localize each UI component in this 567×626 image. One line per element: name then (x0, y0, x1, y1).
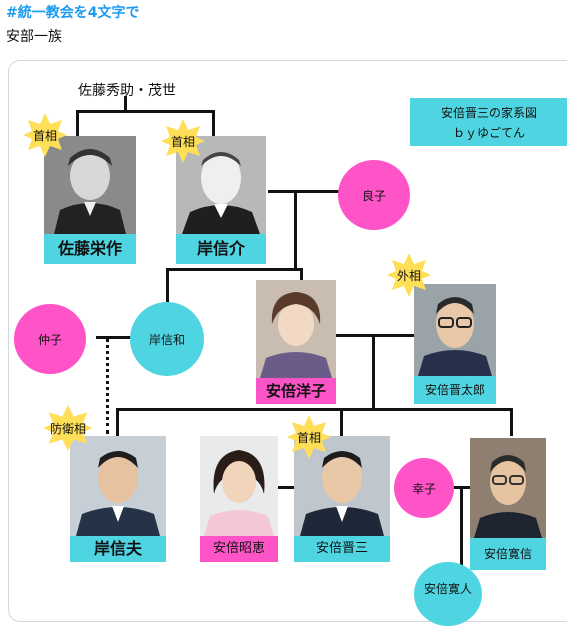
credit-author: ｂｙゆごてん (452, 126, 526, 140)
badge-defense-minister: 防衛相 (42, 404, 94, 452)
line (276, 486, 296, 489)
label-abe-akie: 安倍昭恵 (200, 536, 278, 562)
hashtag-link[interactable]: #統一教会を4文字で (6, 5, 140, 21)
line (372, 334, 375, 410)
portrait-icon (256, 280, 336, 378)
line (76, 110, 79, 142)
photo-abe-akie (200, 436, 278, 536)
star-burst-icon (287, 415, 331, 459)
badge-label: 首相 (32, 128, 57, 143)
credit-title: 安倍晋三の家系図 (440, 106, 537, 120)
circle-sachiko: 幸子 (394, 458, 454, 518)
star-burst-icon (23, 113, 67, 157)
line (166, 268, 302, 271)
photo-kishi-nobuo (70, 436, 166, 536)
portrait-icon (44, 136, 136, 234)
badge-label: 首相 (170, 134, 195, 149)
adoption-dotted-line (106, 338, 109, 434)
badge-prime-minister: 首相 (22, 112, 68, 158)
circle-abe-hiroto: 安倍寛人 (414, 562, 482, 626)
line (334, 334, 418, 337)
badge-label: 首相 (296, 430, 321, 445)
line (96, 336, 132, 339)
line (460, 486, 463, 566)
badge-label: 防衛相 (49, 421, 86, 436)
tweet-text: 安部一族 (6, 29, 62, 45)
star-burst-icon (387, 253, 431, 297)
label-abe-shinzo: 安倍晋三 (294, 536, 390, 562)
badge-prime-minister: 首相 (160, 118, 206, 164)
line (76, 110, 214, 113)
line (300, 268, 303, 284)
photo-abe-yoko (256, 280, 336, 378)
photo-abe-hironobu (470, 438, 546, 538)
label-sato-eisaku: 佐藤栄作 (44, 234, 136, 264)
star-burst-icon (161, 119, 205, 163)
line (340, 408, 343, 436)
line (166, 268, 169, 304)
grandparents-label: 佐藤秀助・茂世 (78, 83, 176, 99)
portrait-icon (200, 436, 278, 536)
family-tree-diagram: 佐藤秀助・茂世 安倍晋三の家系図 ｂｙゆごてん 佐藤栄作 岸信介 良子 仲子 岸… (14, 83, 567, 626)
line (116, 408, 512, 411)
line (124, 96, 127, 112)
line (268, 190, 340, 193)
line (294, 190, 297, 270)
label-abe-yoko: 安倍洋子 (256, 378, 336, 404)
circle-nakako: 仲子 (14, 304, 86, 374)
line (510, 408, 513, 436)
label-abe-shintaro: 安倍晋太郎 (414, 376, 496, 404)
label-abe-hironobu: 安倍寛信 (470, 538, 546, 570)
circle-kishi-nobukazu: 岸信和 (130, 302, 204, 376)
portrait-icon (414, 284, 496, 376)
badge-label: 外相 (396, 268, 421, 283)
line (212, 110, 215, 140)
photo-abe-shintaro (414, 284, 496, 376)
credit-box: 安倍晋三の家系図 ｂｙゆごてん (410, 98, 567, 146)
photo-sato-eisaku (44, 136, 136, 234)
portrait-icon (470, 438, 546, 538)
label-kishi-nobusuke: 岸信介 (176, 234, 266, 264)
portrait-icon (70, 436, 166, 536)
badge-foreign-minister: 外相 (386, 252, 432, 298)
label-kishi-nobuo: 岸信夫 (70, 536, 166, 562)
circle-yoshiko: 良子 (338, 160, 410, 230)
line (116, 408, 119, 436)
star-burst-icon (43, 405, 93, 451)
badge-prime-minister: 首相 (286, 414, 332, 460)
